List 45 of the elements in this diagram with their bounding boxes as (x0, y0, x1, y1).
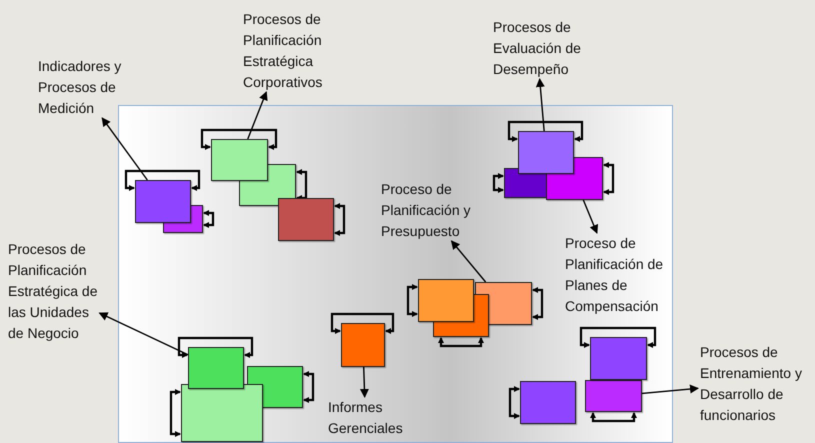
feedback-loop-arrow (590, 412, 637, 422)
feedback-loop-arrow (508, 120, 584, 142)
process-box (590, 337, 647, 380)
arrow (247, 91, 268, 140)
arrow (102, 117, 148, 180)
feedback-loop-arrow (532, 287, 544, 320)
feedback-loop-arrow (334, 203, 346, 236)
process-label: Procesos de Planificación Estratégica de las Unidades de Negocio (8, 239, 104, 344)
arrow (98, 312, 188, 356)
feedback-loop-arrow (124, 170, 200, 191)
process-label: Proceso de Planificación de Planes de Compensación (565, 233, 675, 317)
arrow (582, 200, 598, 234)
process-label: Procesos de Entrenamiento y Desarrollo de funcionarios (700, 342, 812, 426)
process-box (278, 198, 334, 241)
process-box (341, 323, 385, 367)
feedback-loop-arrow (178, 336, 254, 358)
feedback-loop-arrow (296, 169, 308, 201)
feedback-loop-arrow (170, 389, 181, 437)
process-box (181, 384, 263, 442)
process-box (520, 381, 576, 424)
feedback-loop-arrow (580, 326, 656, 348)
feedback-loop-arrow (508, 386, 520, 419)
process-box (135, 180, 191, 223)
feedback-loop-arrow (200, 128, 278, 150)
arrow (450, 240, 486, 282)
feedback-loop-arrow (438, 337, 484, 348)
process-box (188, 347, 244, 389)
process-box (211, 139, 268, 181)
process-label: Informes Gerenciales (328, 397, 413, 439)
feedback-loop-arrow (203, 210, 214, 228)
process-label: Indicadores y Procesos de Medición (38, 56, 138, 119)
feedback-loop-arrow (406, 284, 418, 317)
process-label: Procesos de Planificación Estratégica Corporativos (243, 9, 343, 93)
process-label: Proceso de Planificación y Presupuesto (381, 179, 483, 242)
feedback-loop-arrow (603, 162, 614, 195)
feedback-loop-arrow (303, 371, 314, 403)
process-box (585, 380, 642, 412)
feedback-loop-arrow (330, 312, 394, 334)
process-box (418, 279, 474, 322)
process-box (518, 131, 574, 174)
arrow (360, 366, 369, 398)
arrow (536, 78, 545, 132)
process-label: Procesos de Evaluación de Desempeño (493, 17, 593, 80)
feedback-loop-arrow (492, 173, 504, 193)
arrow (642, 384, 699, 394)
